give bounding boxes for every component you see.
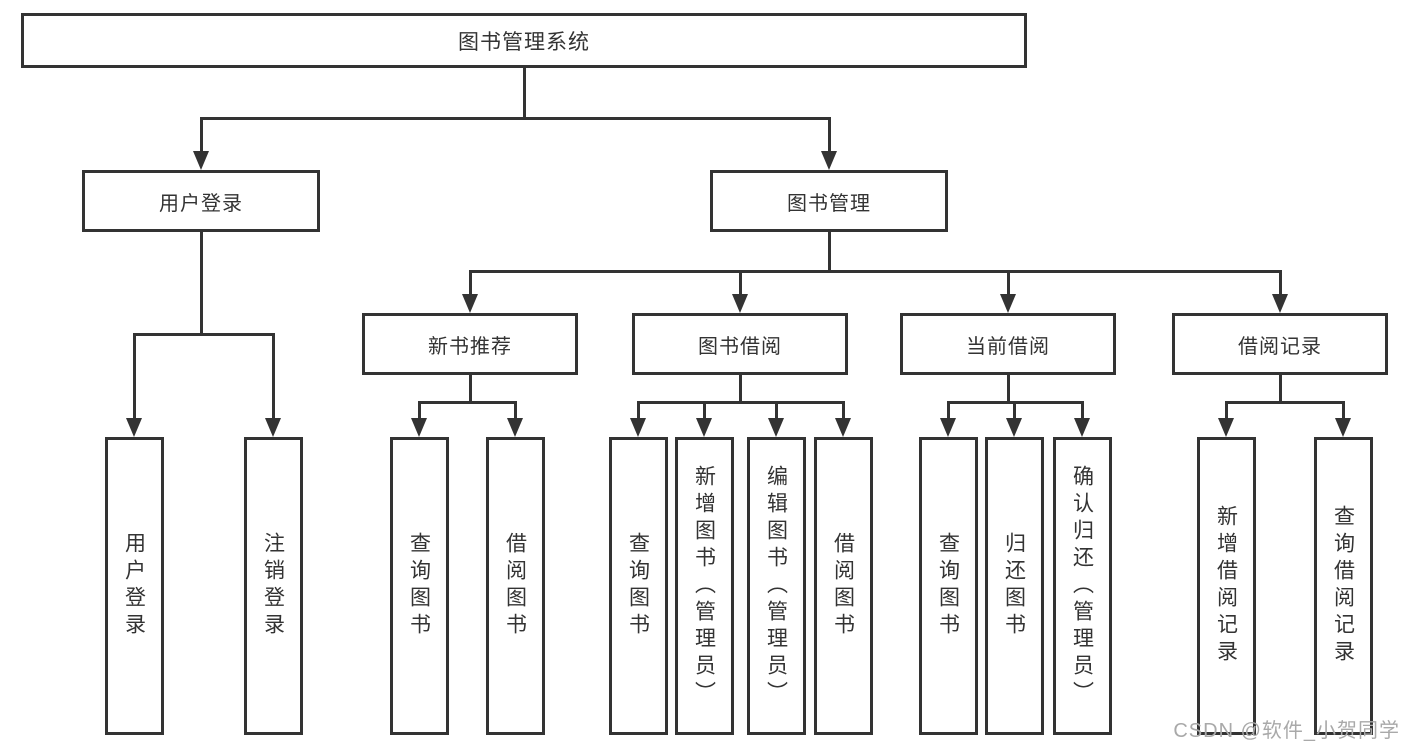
connector-line <box>738 270 742 296</box>
connector-line <box>827 117 831 153</box>
leaf-confirm-return-admin: 确认归还（管理员） <box>1052 437 1112 735</box>
connector-line <box>199 117 203 153</box>
leaf-label: 确认归还（管理员） <box>1070 464 1094 708</box>
connector-line <box>417 401 421 420</box>
connector-line <box>513 401 517 420</box>
node-new-book-recommend: 新书推荐 <box>362 313 578 375</box>
leaf-label: 查询图书 <box>626 532 650 640</box>
arrow-down-icon <box>1335 418 1351 437</box>
leaf-label: 新增借阅记录 <box>1214 505 1238 667</box>
connector-line <box>1006 375 1010 404</box>
connector-line <box>199 232 203 336</box>
connector-line <box>1012 401 1016 420</box>
leaf-borrow-books: 借阅图书 <box>813 437 873 735</box>
arrow-down-icon <box>411 418 427 437</box>
leaf-label: 借阅图书 <box>503 532 527 640</box>
connector-line <box>946 401 950 420</box>
connector-line <box>132 333 275 336</box>
node-label: 当前借阅 <box>966 335 1050 358</box>
connector-line <box>199 117 831 120</box>
connector-line <box>1080 401 1084 420</box>
node-book-borrow: 图书借阅 <box>632 313 848 375</box>
arrow-down-icon <box>696 418 712 437</box>
connector-line <box>636 401 640 420</box>
arrow-down-icon <box>1006 418 1022 437</box>
arrow-down-icon <box>1218 418 1234 437</box>
connector-line <box>1278 270 1282 296</box>
leaf-label: 查询借阅记录 <box>1331 505 1355 667</box>
leaf-label: 用户登录 <box>122 532 146 640</box>
connector-line <box>738 375 742 404</box>
connector-line <box>702 401 706 420</box>
node-user-login: 用户登录 <box>82 170 320 232</box>
leaf-add-book-admin: 新增图书（管理员） <box>674 437 734 735</box>
connector-line <box>417 401 517 404</box>
node-label: 借阅记录 <box>1238 335 1322 358</box>
connector-line <box>522 68 526 120</box>
leaf-label: 编辑图书（管理员） <box>764 464 788 708</box>
node-label: 图书管理 <box>787 192 871 215</box>
arrow-down-icon <box>768 418 784 437</box>
leaf-edit-book-admin: 编辑图书（管理员） <box>746 437 806 735</box>
connector-line <box>636 401 845 404</box>
node-book-management: 图书管理 <box>710 170 948 232</box>
leaf-query-borrow-record: 查询借阅记录 <box>1313 437 1373 735</box>
arrow-down-icon <box>126 418 142 437</box>
arrow-down-icon <box>462 294 478 313</box>
leaf-label: 注销登录 <box>261 532 285 640</box>
arrow-down-icon <box>821 151 837 170</box>
leaf-query-books-borrow: 查询图书 <box>608 437 668 735</box>
connector-line <box>841 401 845 420</box>
arrow-down-icon <box>940 418 956 437</box>
arrow-down-icon <box>835 418 851 437</box>
arrow-down-icon <box>630 418 646 437</box>
csdn-watermark: CSDN @软件_小贺同学 <box>1173 720 1400 742</box>
arrow-down-icon <box>193 151 209 170</box>
connector-line <box>468 270 472 296</box>
leaf-label: 归还图书 <box>1002 532 1026 640</box>
connector-line <box>1341 401 1345 420</box>
leaf-label: 借阅图书 <box>831 532 855 640</box>
connector-line <box>468 270 1282 273</box>
leaf-label: 新增图书（管理员） <box>692 464 716 708</box>
connector-line <box>827 232 831 273</box>
leaf-add-borrow-record: 新增借阅记录 <box>1196 437 1256 735</box>
arrow-down-icon <box>732 294 748 313</box>
connector-line <box>468 375 472 404</box>
node-borrow-records: 借阅记录 <box>1172 313 1388 375</box>
connector-line <box>1006 270 1010 296</box>
arrow-down-icon <box>1272 294 1288 313</box>
leaf-logout: 注销登录 <box>243 437 303 735</box>
arrow-down-icon <box>507 418 523 437</box>
leaf-query-books-current: 查询图书 <box>918 437 978 735</box>
leaf-return-book: 归还图书 <box>984 437 1044 735</box>
connector-line <box>271 333 275 420</box>
leaf-borrow-books-recommend: 借阅图书 <box>485 437 545 735</box>
node-label: 用户登录 <box>159 192 243 215</box>
connector-line <box>132 333 136 420</box>
node-label: 新书推荐 <box>428 335 512 358</box>
leaf-query-books-recommend: 查询图书 <box>389 437 449 735</box>
node-current-borrow: 当前借阅 <box>900 313 1116 375</box>
connector-line <box>1278 375 1282 404</box>
connector-line <box>1224 401 1345 404</box>
arrow-down-icon <box>1000 294 1016 313</box>
leaf-label: 查询图书 <box>936 532 960 640</box>
arrow-down-icon <box>1074 418 1090 437</box>
arrow-down-icon <box>265 418 281 437</box>
connector-line <box>1224 401 1228 420</box>
leaf-user-login: 用户登录 <box>104 437 164 735</box>
node-book-management-system: 图书管理系统 <box>21 13 1027 68</box>
leaf-label: 查询图书 <box>407 532 431 640</box>
node-label: 图书借阅 <box>698 335 782 358</box>
connector-line <box>774 401 778 420</box>
node-label: 图书管理系统 <box>458 30 590 54</box>
